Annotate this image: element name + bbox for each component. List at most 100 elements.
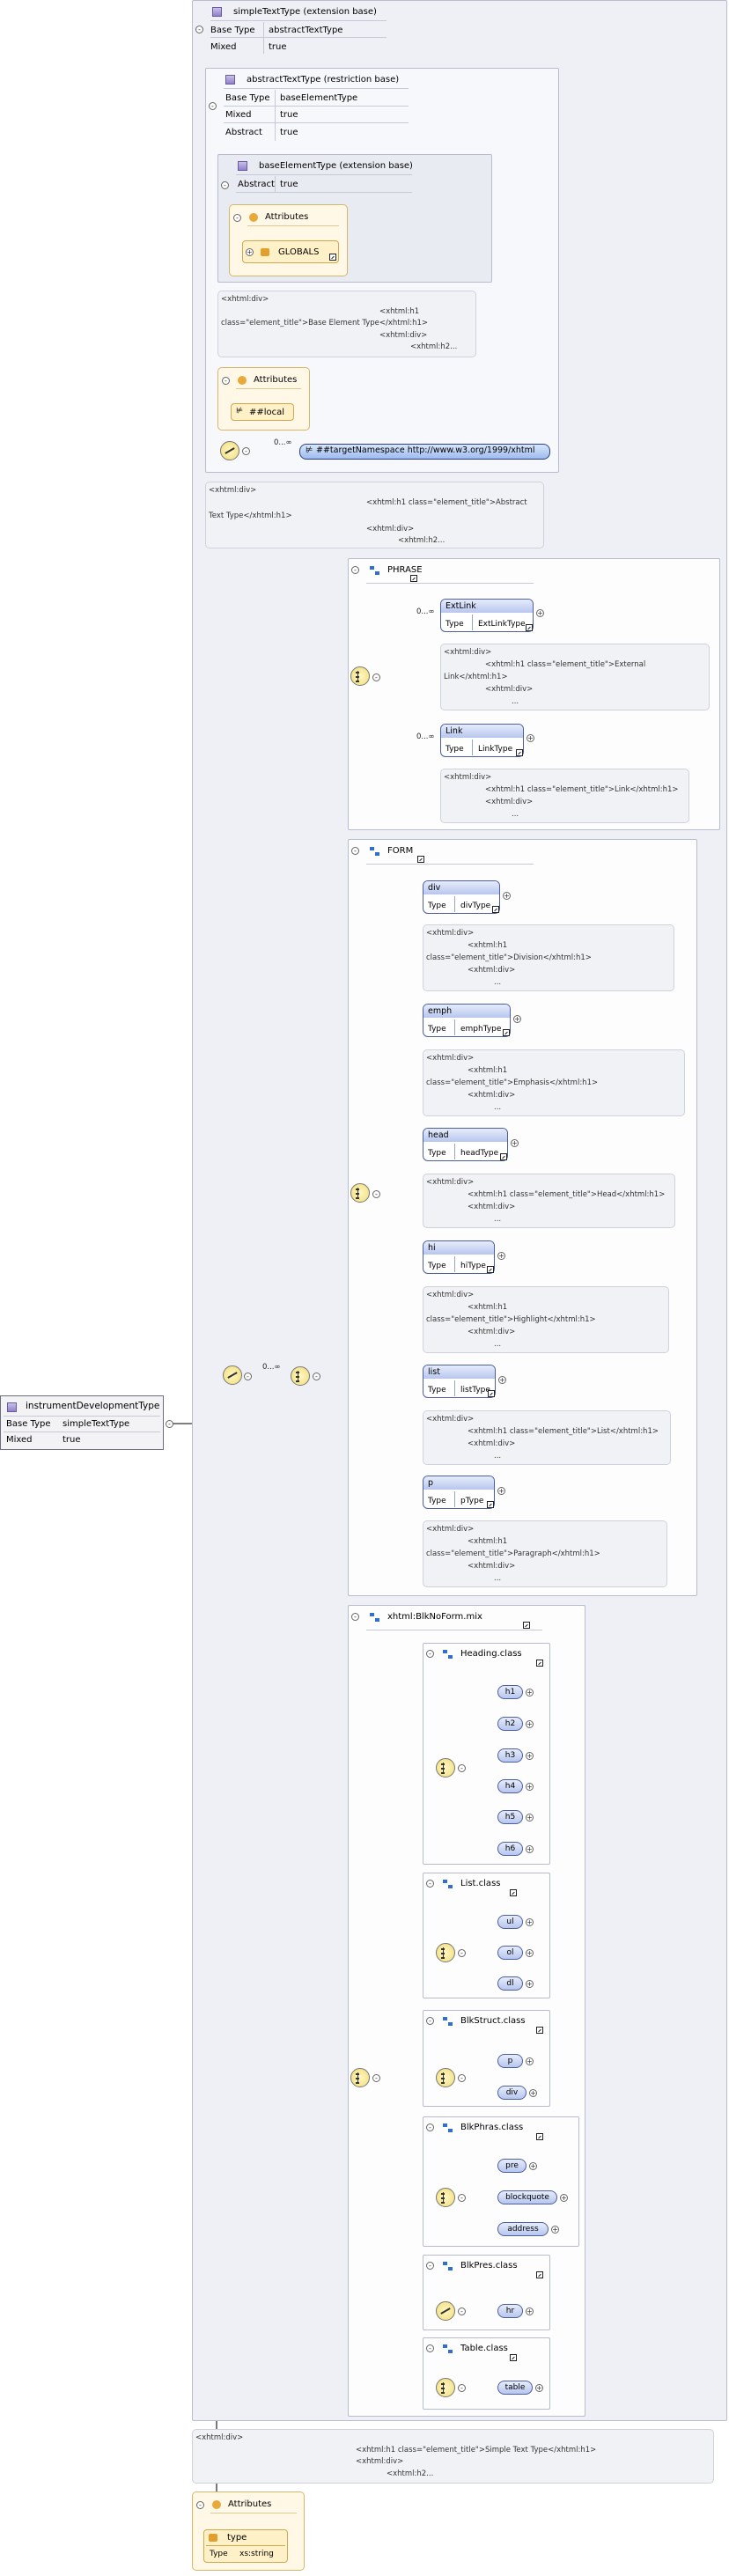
expand-toggle[interactable]: + (526, 1783, 534, 1791)
external-link-icon[interactable] (417, 856, 424, 863)
collapse-toggle[interactable]: - (458, 2194, 466, 2202)
expand-toggle[interactable]: + (526, 1752, 534, 1760)
collapse-toggle[interactable]: - (196, 2501, 204, 2509)
external-link-icon[interactable] (510, 1889, 517, 1896)
external-link-icon[interactable] (536, 1660, 543, 1667)
element-h6[interactable]: h6 (497, 1842, 523, 1856)
external-link-icon[interactable] (523, 1622, 530, 1629)
collapse-toggle[interactable]: - (426, 2017, 434, 2025)
collapse-toggle[interactable]: - (426, 2344, 434, 2352)
root-element-box[interactable]: instrumentDevelopmentType Base Type simp… (0, 1395, 164, 1450)
collapse-toggle[interactable]: - (351, 566, 359, 574)
element-extlink[interactable]: ExtLink Type ExtLinkType (440, 599, 534, 632)
collapse-toggle[interactable]: - (426, 2123, 434, 2131)
expand-toggle[interactable]: + (511, 1139, 519, 1147)
external-link-icon[interactable] (516, 749, 523, 756)
collapse-toggle[interactable]: - (351, 1613, 359, 1621)
expand-toggle[interactable]: + (526, 734, 534, 742)
element-table[interactable]: table (497, 2381, 533, 2395)
external-link-icon[interactable] (536, 2027, 543, 2034)
collapse-toggle[interactable]: - (221, 181, 229, 189)
external-link-icon[interactable] (536, 2271, 543, 2278)
collapse-toggle[interactable]: - (351, 847, 359, 855)
choice-compositor[interactable] (436, 2378, 455, 2397)
sequence-compositor[interactable] (436, 2301, 455, 2321)
element-p-block[interactable]: p (497, 2054, 523, 2068)
choice-compositor[interactable] (436, 2188, 455, 2207)
external-link-icon[interactable] (503, 1029, 510, 1036)
collapse-toggle[interactable]: - (233, 214, 241, 222)
external-link-icon[interactable] (500, 1153, 507, 1160)
collapse-toggle[interactable]: - (195, 26, 203, 33)
expand-toggle[interactable]: + (526, 1845, 534, 1853)
globals-group[interactable]: + GLOBALS (242, 240, 339, 263)
element-dl[interactable]: dl (497, 1976, 523, 1991)
expand-toggle[interactable]: + (535, 2384, 543, 2392)
local-any-attribute[interactable]: ⊭ ##local (231, 403, 294, 421)
expand-toggle[interactable]: + (526, 2307, 534, 2315)
element-ul[interactable]: ul (497, 1915, 523, 1929)
choice-compositor[interactable] (350, 2068, 370, 2087)
expand-toggle[interactable]: + (497, 1487, 505, 1495)
collapse-toggle[interactable]: - (426, 1650, 434, 1658)
external-link-icon[interactable] (510, 2354, 517, 2361)
expand-toggle[interactable]: + (498, 1376, 506, 1384)
element-h1[interactable]: h1 (497, 1685, 523, 1699)
collapse-toggle[interactable]: - (458, 2384, 466, 2392)
element-div-block[interactable]: div (497, 2086, 526, 2100)
collapse-toggle[interactable]: - (222, 377, 230, 385)
expand-toggle[interactable]: + (529, 2162, 537, 2170)
collapse-toggle[interactable]: - (372, 673, 380, 681)
element-address[interactable]: address (497, 2222, 549, 2236)
sequence-compositor[interactable] (223, 1365, 242, 1385)
element-emph[interactable]: emph Type emphType (423, 1004, 511, 1037)
element-div[interactable]: div Type divType (423, 880, 500, 914)
expand-toggle[interactable]: + (526, 1814, 534, 1822)
external-link-icon[interactable] (487, 1501, 494, 1508)
expand-toggle[interactable]: + (551, 2226, 559, 2234)
element-list[interactable]: list Type listType (423, 1365, 496, 1398)
collapse-toggle[interactable]: - (244, 1373, 252, 1380)
any-element[interactable]: ⊭ ##targetNamespace http://www.w3.org/19… (299, 444, 550, 460)
element-ol[interactable]: ol (497, 1946, 523, 1960)
expand-toggle[interactable]: + (526, 1980, 534, 1988)
collapse-toggle[interactable]: - (372, 2074, 380, 2082)
external-link-icon[interactable] (488, 1390, 495, 1397)
collapse-toggle[interactable]: - (426, 1880, 434, 1888)
expand-toggle[interactable]: + (536, 609, 544, 617)
expand-toggle[interactable]: + (497, 1252, 505, 1260)
expand-toggle[interactable]: + (529, 2089, 537, 2097)
expand-toggle[interactable]: + (526, 1949, 534, 1957)
external-link-icon[interactable] (487, 1266, 494, 1273)
external-link-icon[interactable] (536, 2133, 543, 2140)
external-link-icon[interactable] (526, 624, 533, 631)
expand-toggle[interactable]: + (526, 1720, 534, 1728)
collapse-toggle[interactable]: - (458, 1949, 466, 1957)
collapse-toggle[interactable]: - (242, 447, 250, 455)
element-h5[interactable]: h5 (497, 1810, 523, 1824)
choice-compositor[interactable] (350, 1183, 370, 1203)
external-link-icon[interactable] (329, 254, 336, 261)
expand-toggle[interactable]: + (503, 892, 511, 900)
element-p[interactable]: p Type pType (423, 1476, 495, 1509)
element-hi[interactable]: hi Type hiType (423, 1240, 495, 1274)
collapse-toggle[interactable]: - (372, 1190, 380, 1198)
element-blockquote[interactable]: blockquote (497, 2190, 557, 2204)
collapse-toggle[interactable]: - (458, 2307, 466, 2315)
choice-compositor[interactable] (291, 1366, 310, 1386)
expand-toggle[interactable]: + (513, 1015, 521, 1023)
element-head[interactable]: head Type headType (423, 1128, 508, 1161)
external-link-icon[interactable] (410, 575, 417, 582)
collapse-toggle[interactable]: - (209, 102, 217, 110)
collapse-toggle[interactable]: - (426, 2262, 434, 2270)
collapse-toggle[interactable]: - (458, 1764, 466, 1772)
expand-toggle[interactable]: + (560, 2194, 568, 2202)
expand-toggle[interactable]: + (526, 1918, 534, 1926)
choice-compositor[interactable] (436, 1758, 455, 1777)
element-h2[interactable]: h2 (497, 1717, 523, 1731)
attribute-type[interactable]: type Type xs:string (203, 2529, 288, 2563)
expand-toggle[interactable]: + (526, 1689, 534, 1696)
collapse-toggle[interactable]: - (458, 2074, 466, 2082)
element-h4[interactable]: h4 (497, 1779, 523, 1793)
choice-compositor[interactable] (350, 666, 370, 686)
